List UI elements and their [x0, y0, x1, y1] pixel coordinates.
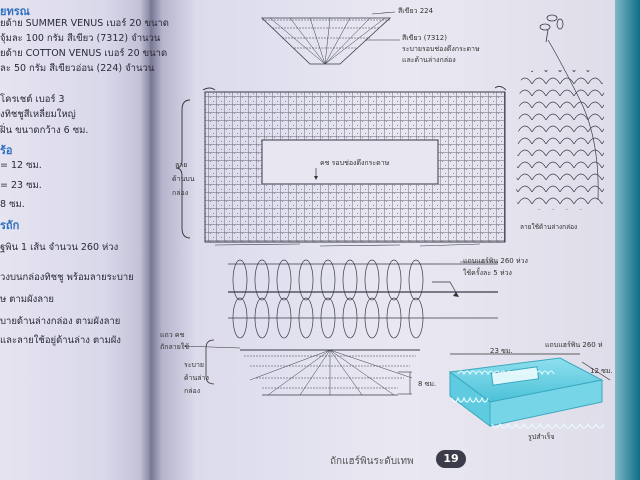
book-spine [140, 0, 162, 480]
top-pattern-chart [175, 85, 507, 247]
method-line: ฐพิน 1 เส้น จำนวน 260 ห่วง [0, 242, 119, 253]
finished-box [448, 353, 611, 429]
label-hairpin: ใช้ครั้งละ 5 ห่วง [463, 269, 512, 277]
materials-line: โครเชต์ เบอร์ 3 [0, 94, 65, 105]
label-hairpin: แถบแฮร์พิน 260 ห่วง [463, 257, 528, 265]
footer-title: ถักแฮร์พินระดับเทพ [330, 456, 414, 467]
method-line: วงบนกล่องทิชชู พร้อมลายระบาย [0, 272, 134, 283]
materials-line: ยด้าย SUMMER VENUS เบอร์ 20 ขนาด [0, 18, 169, 29]
materials-heading: ยทรณ [0, 5, 30, 18]
label-green-224: สีเขียว 224 [398, 7, 434, 15]
method-heading: รถัก [0, 219, 20, 232]
label-bottom-ruffle: ด้านล่าง [184, 374, 209, 382]
label-row: ถักลายใช้ [160, 343, 189, 351]
label-green-7312: สีเขียว (7312) [402, 34, 447, 42]
dimension-height: 8 ซม. [418, 380, 437, 388]
label-bottom-ruffle: ระบาย [184, 361, 204, 369]
label-row: แถว คช [160, 331, 185, 339]
page-number: 19 [436, 450, 466, 468]
dimension-width: 23 ซม. [490, 347, 513, 355]
method-line: และลายใช้อยู่ด้านล่าง ตามผัง [0, 335, 121, 346]
materials-line: ละ 50 กรัม สีเขียวอ่อน (224) จำนวน [0, 63, 155, 74]
size-heading: ร้อ [0, 144, 13, 157]
label-top-pattern: ลาย [175, 161, 188, 169]
label-ruffle-top: และด้านล่างกล่อง [402, 56, 456, 64]
label-top-pattern: ด้านบน [172, 175, 195, 183]
materials-line: จุ้มละ 100 กรัม สีเขียว (7312) จำนวน [0, 33, 161, 44]
label-bottom-ruffle: กล่อง [184, 387, 201, 395]
dimension-depth: 12 ซม. [590, 367, 613, 375]
left-page [0, 0, 150, 480]
book-edge [615, 0, 640, 480]
label-bottom-pattern: ลายใช้ด้านล่างกล่อง [520, 223, 578, 231]
label-hairpin-260: แถบแฮร์พิน 260 ห่ [545, 341, 603, 349]
hairpin-strip [228, 259, 498, 339]
label-ruffle-top: ระบายรอบช่องดึงกระดาษ [402, 45, 480, 53]
materials-line: ยด้าย COTTON VENUS เบอร์ 20 ขนาด [0, 48, 168, 59]
size-line: 8 ซม. [0, 199, 25, 210]
label-center-opening: คช รอบช่องดึงกระดาษ [320, 159, 390, 167]
size-line: = 23 ซม. [0, 180, 42, 191]
materials-line: งทิชชูสีเหลี่ยมใหญ่ [0, 109, 76, 120]
top-ruffle-chart [261, 11, 400, 65]
label-top-pattern: กล่อง [172, 189, 189, 197]
label-finished: รูปสำเร็จ [528, 433, 555, 441]
method-line: ษ ตามผังลาย [0, 294, 54, 305]
materials-line: ฝิ่น ขนาดกว้าง 6 ซม. [0, 125, 89, 136]
method-line: บายด้านล่างกล่อง ตามผังลาย [0, 316, 121, 327]
bottom-ruffle-chart [181, 339, 420, 396]
size-line: = 12 ซม. [0, 160, 42, 171]
bottom-pattern-chart [516, 14, 605, 210]
